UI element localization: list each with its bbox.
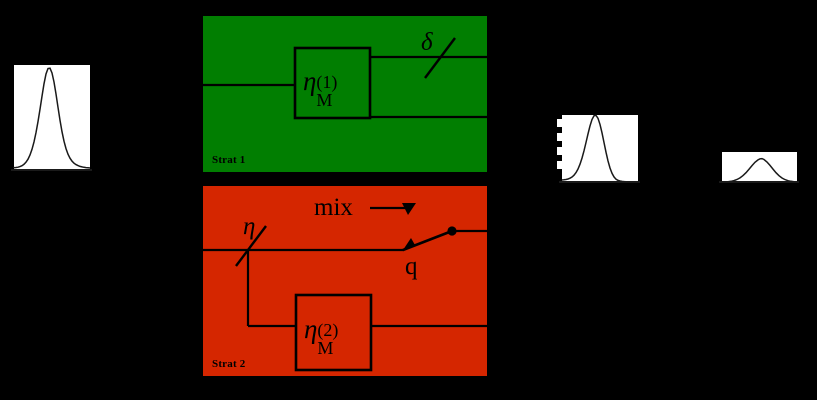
strat1-loss-label: δ bbox=[421, 29, 433, 56]
input-plot-panel bbox=[0, 55, 110, 185]
input-plot-box bbox=[14, 65, 90, 170]
strat1-gate-base: η bbox=[303, 66, 317, 96]
strat2-gate-subscript: M bbox=[317, 338, 334, 358]
strat1-circuit-wires bbox=[203, 37, 487, 120]
strat2-gate-superscript: (2) bbox=[317, 320, 339, 340]
strat1-panel[interactable]: η (1) M δ Strat 1 bbox=[203, 16, 487, 172]
strat1-output-plot-panel bbox=[549, 105, 649, 195]
strat2-gate-base: η bbox=[304, 314, 318, 344]
strat2-panel[interactable]: mix η q η (2) M Strat 2 bbox=[203, 186, 487, 376]
strat2-mix-label: mix bbox=[314, 194, 353, 221]
strat2-circuit-wires bbox=[203, 203, 487, 372]
strat1-label: Strat 1 bbox=[212, 154, 246, 166]
strat2-output-plot-curve bbox=[719, 157, 799, 183]
strat1-gate-superscript: (1) bbox=[316, 72, 338, 92]
strat2-gate-symbol: η (2) M bbox=[304, 314, 339, 358]
strat1-gate-subscript: M bbox=[316, 90, 333, 110]
strat2-output-plot-box bbox=[722, 152, 797, 182]
strat2-label: Strat 2 bbox=[212, 358, 246, 370]
strat2-switch-label: q bbox=[405, 253, 418, 280]
input-plot-curve bbox=[11, 67, 92, 171]
strat2-loss-label: η bbox=[243, 213, 256, 240]
strat1-output-plot-curve bbox=[557, 114, 640, 183]
strat1-gate-symbol: η (1) M bbox=[303, 66, 338, 110]
strat2-output-plot-panel bbox=[712, 145, 812, 195]
